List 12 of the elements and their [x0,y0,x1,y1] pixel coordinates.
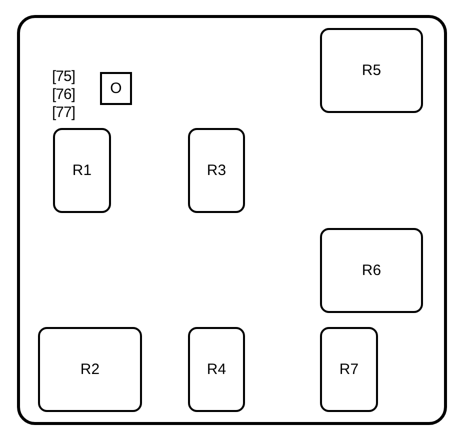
fuse-number: [77] [52,104,76,121]
connector-socket: O [100,72,132,105]
relay-slot: R1 [53,128,111,213]
fuse-number: [75] [52,68,76,85]
relay-slot: R3 [188,128,245,213]
fuse-number: [76] [52,86,76,103]
relay-slot: R7 [320,327,378,412]
relay-box-outline [17,15,447,425]
relay-slot: R2 [38,327,142,412]
relay-slot: R4 [188,327,245,412]
relay-slot: R5 [320,28,423,113]
relay-slot: R6 [320,228,423,313]
